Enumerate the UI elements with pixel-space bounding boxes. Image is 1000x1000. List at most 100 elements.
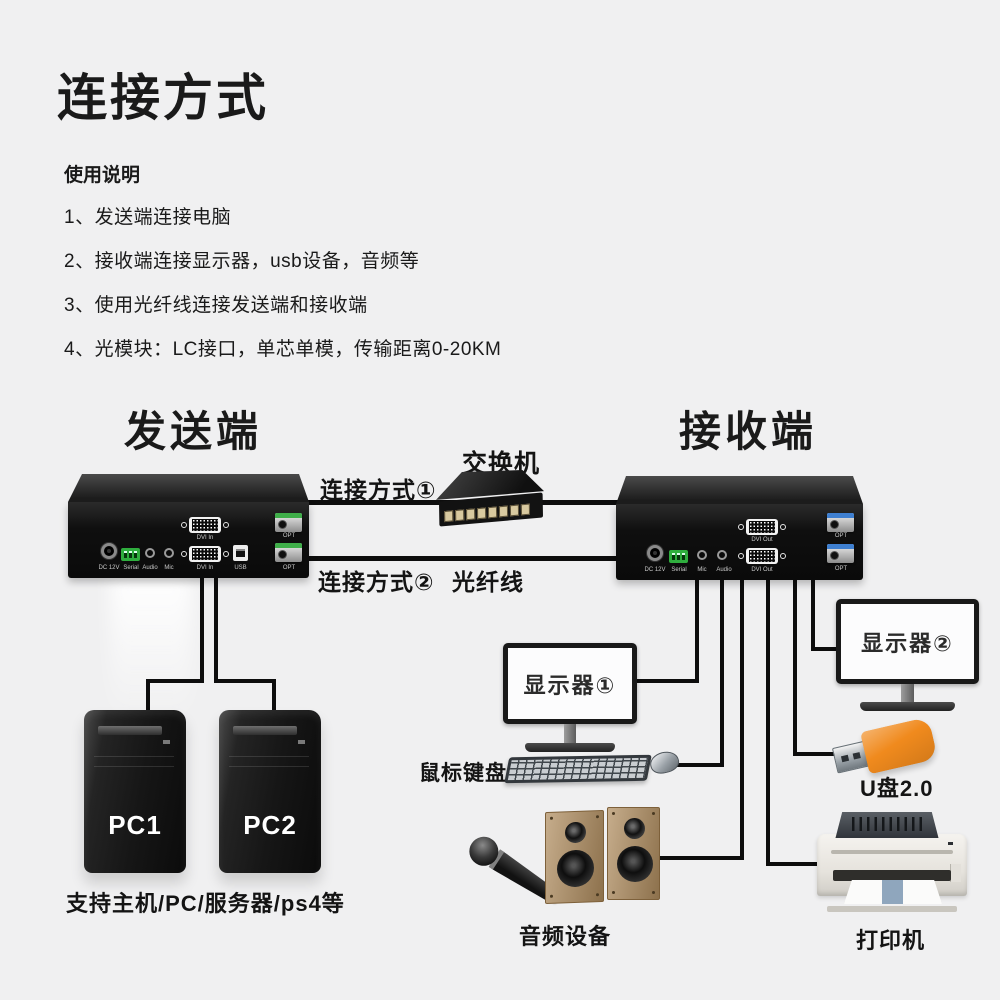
dvi-screw [780,524,786,530]
page-title: 连接方式 [57,70,269,126]
fiber-label: 光纤线 [452,569,524,595]
printer [817,810,967,924]
monitor-stand-base [860,702,955,711]
pc-panel-line [94,756,174,757]
speaker-screw [612,891,615,894]
sfp-optical-module-top [275,513,302,532]
wire-rx-printer-horizontal [766,862,824,866]
printer-label: 打印机 [856,928,926,953]
method1-label: 连接方式① [320,477,437,503]
wire-rx-monitor1-horizontal [630,679,699,683]
monitor-stand-base [525,743,615,752]
wire-tx-pc2-vertical [214,577,218,683]
keyboard-keys [507,757,649,781]
mouse [647,748,682,777]
pc-caption: 支持主机/PC/服务器/ps4等 [66,891,345,916]
dvi-screw [738,553,744,559]
wire-rx-monitor2-vertical [811,570,815,651]
transmitter-top-face [68,474,309,502]
monitor-1: 显示器① [503,643,637,759]
pc1-tower: PC1 [84,710,186,873]
receiver-top-face [616,476,863,504]
serial-label: Serial [123,565,139,571]
printer-groove [831,850,953,854]
dc-power-label: DC 12V [644,567,666,573]
dvi-screw [181,551,187,557]
network-switch [432,470,550,532]
wire-rx-usbdrive-vertical [793,570,797,756]
monitor-2: 显示器② [836,599,979,715]
receiver-front-panel [616,504,863,580]
wire-tx-pc1-vertical [200,577,204,683]
rj45-port [498,505,509,518]
wire-rx-mouse-vertical [720,570,724,767]
usb-label: USB [234,565,247,571]
mic-jack [699,552,705,558]
transmitter-device: DC 12V Serial Audio Mic DVI In DVI In US… [68,474,309,578]
pc-panel-line [229,756,309,757]
dvi-connector [189,546,221,562]
dvi-screw [780,553,786,559]
audio-label: Audio [716,567,732,573]
dvi-out-bottom-label: DVI Out [751,567,773,573]
speaker-screw [652,812,655,815]
speaker-woofer [617,846,653,882]
wire-rx-mouse-horizontal [672,763,724,767]
dvi-out-port-bottom [738,548,786,564]
pc-power-button [298,740,305,744]
sfp-optical-module-bottom [275,543,302,562]
dvi-screw [223,522,229,528]
audio-devices-label: 音频设备 [519,924,612,949]
opt-bottom-label: OPT [282,565,296,571]
wire-rx-monitor2-horizontal [811,647,844,651]
wire-rx-printer-vertical [766,570,770,866]
opt-top-label: OPT [282,533,296,539]
printer-led [948,842,953,845]
instructions: 使用说明 1、发送端连接电脑 2、接收端连接显示器，usb设备，音频等 3、使用… [64,160,664,378]
rj45-port [466,508,476,521]
wire-tx-pc2-horizontal [214,679,276,683]
rj45-port [444,510,454,523]
wire-tx-pc2-drop [272,679,276,715]
speaker-left [545,809,604,905]
printer-paper-stop [882,880,903,904]
speaker-screw [550,816,553,820]
dvi-in-bottom-label: DVI In [196,565,214,571]
mic-jack [166,550,172,556]
dvi-in-port-bottom [181,546,229,562]
dvi-in-top-label: DVI In [196,535,214,541]
sfp-optical-module-top [827,513,854,532]
monitor-screen: 显示器① [508,648,632,719]
speaker-right [607,807,660,900]
serial-port [669,550,688,563]
pc-drive-slot [98,726,162,735]
audio-label: Audio [142,565,158,571]
speaker-screw [596,893,599,897]
instructions-heading: 使用说明 [64,165,141,186]
audio-jack [147,550,153,556]
wire-tx-pc1-drop [146,679,150,715]
transmitter-front-panel [68,502,309,578]
speaker-screw [550,894,553,898]
method2-label: 连接方式② [318,569,435,595]
dvi-screw [738,524,744,530]
usb-drive-label: U盘2.0 [860,776,934,801]
wire-tx-pc1-horizontal [146,679,204,683]
monitor-stand-neck [901,684,914,704]
printer-base [827,906,957,912]
monitor-screen: 显示器② [841,604,974,679]
instruction-item-1: 1、发送端连接电脑 [64,207,232,228]
dvi-out-top-label: DVI Out [751,537,773,543]
pc2-tower: PC2 [219,710,321,873]
receiver-device: DC 12V Serial Mic Audio DVI Out DVI Out … [616,476,863,580]
instruction-item-2: 2、接收端连接显示器，usb设备，音频等 [64,251,420,272]
rj45-port [477,507,487,520]
keyboard-mouse-label: 鼠标键盘 [419,762,507,785]
receiver-label: 接收端 [678,408,817,455]
rj45-port [509,504,520,517]
keyboard [504,754,652,784]
speaker-tweeter [565,821,586,844]
transmitter-label: 发送端 [123,408,262,455]
wire-rx-usbdrive-horizontal [793,752,842,756]
usb-b-port [233,545,248,561]
